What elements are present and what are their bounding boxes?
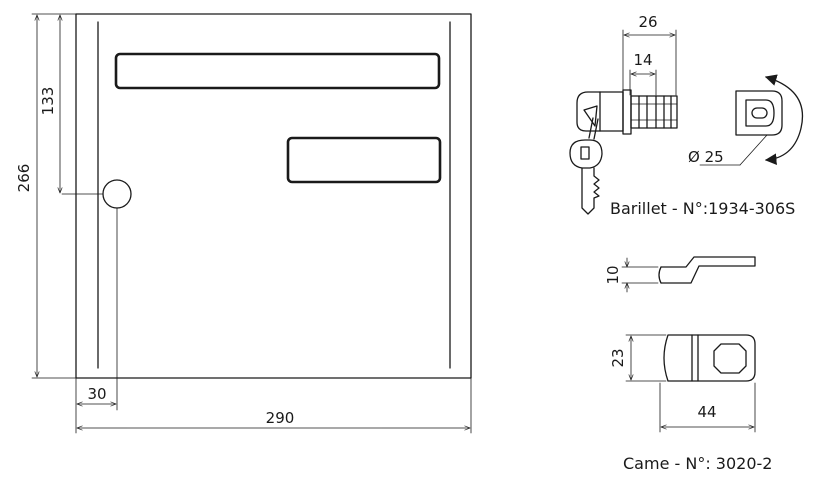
cam-top-view: 23 44 — [609, 334, 756, 433]
dim-height-total-label: 266 — [15, 164, 33, 193]
mailbox-outline — [75, 13, 472, 379]
letter-slot — [114, 52, 441, 90]
dim-cam-thickness-label: 10 — [604, 265, 622, 284]
dim-cam-width-label: 23 — [609, 348, 627, 367]
dimension-width-total: 290 — [76, 377, 472, 434]
dimension-height-lock: 133 — [39, 14, 104, 195]
dim-height-lock-label: 133 — [39, 87, 57, 116]
dim-barrel-length-label: 26 — [638, 13, 657, 31]
barrel-drawing: 26 14 — [576, 13, 678, 140]
mailbox-front-view — [75, 13, 472, 379]
dim-lock-offset-label: 30 — [87, 385, 106, 403]
dimension-lock-offset: 30 — [75, 207, 118, 434]
barrel-caption: Barillet - N°:1934-306S — [610, 199, 795, 218]
barrel-front-view: Ø 25 — [688, 74, 804, 166]
dim-barrel-diameter-label: Ø 25 — [688, 148, 724, 166]
dimension-height-total: 266 — [15, 13, 77, 379]
lock-hole — [102, 179, 132, 209]
cam-caption: Came - N°: 3020-2 — [623, 454, 772, 473]
dim-barrel-inner-label: 14 — [633, 51, 652, 69]
dim-width-total-label: 290 — [266, 409, 295, 427]
key-icon — [569, 139, 603, 215]
dim-cam-length-label: 44 — [697, 403, 716, 421]
cam-side-view: 10 — [604, 256, 756, 293]
name-plate — [286, 136, 442, 184]
